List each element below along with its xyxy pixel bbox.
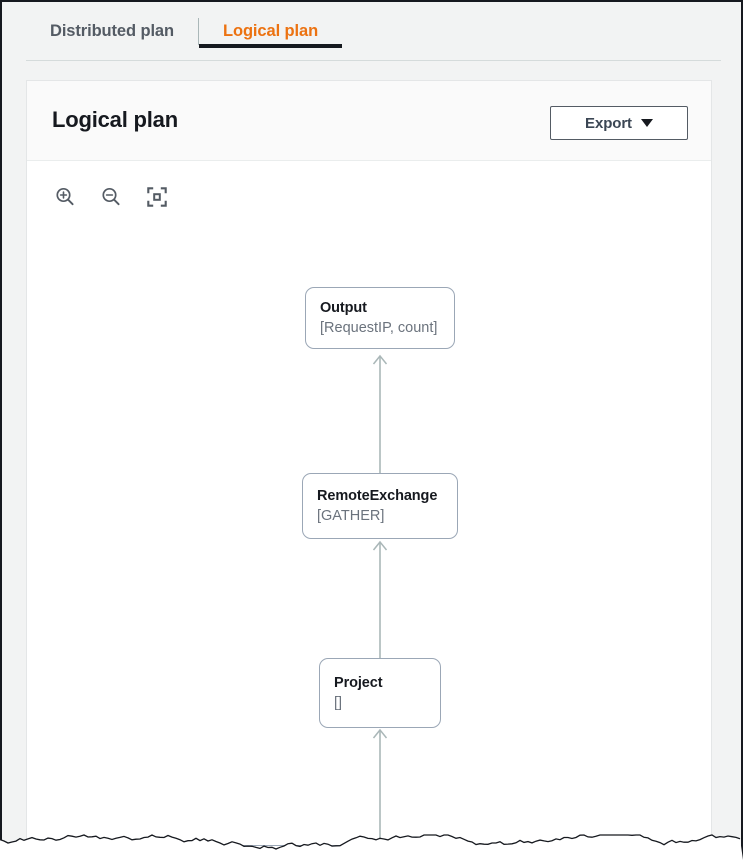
chevron-down-icon <box>640 119 653 127</box>
zoom-out-icon[interactable] <box>99 185 123 209</box>
tab-bar: Distributed plan Logical plan <box>2 2 741 62</box>
graph-node-subtitle: [] <box>334 694 343 711</box>
graph-node-subtitle: [RequestIP, count] <box>320 319 438 336</box>
tab-active-underline <box>199 44 343 48</box>
graph-node-subtitle: [GATHER] <box>317 507 385 524</box>
zoom-toolbar <box>53 185 169 209</box>
graph-node-project[interactable]: Project [] <box>319 658 441 728</box>
fit-to-screen-icon[interactable] <box>145 185 169 209</box>
graph-node-aggregate-final[interactable]: Aggregate(FINAL)[requestip][$hashvalue] <box>207 845 552 849</box>
tab-distributed-plan-label: Distributed plan <box>50 22 174 40</box>
export-button[interactable]: Export <box>550 106 688 140</box>
page-title: Logical plan <box>52 107 178 132</box>
tab-logical-plan[interactable]: Logical plan <box>199 2 343 48</box>
card-header: Logical plan Export <box>27 81 711 161</box>
tab-distributed-plan[interactable]: Distributed plan <box>26 2 198 44</box>
graph-node-title: RemoteExchange <box>317 487 438 504</box>
graph-node-title: Project <box>334 674 383 691</box>
tab-logical-plan-label: Logical plan <box>223 22 319 40</box>
zoom-in-icon[interactable] <box>53 185 77 209</box>
plan-canvas[interactable]: Output [RequestIP, count] RemoteExchange… <box>27 161 711 849</box>
tab-baseline-divider <box>26 60 721 61</box>
graph-node-title: Output <box>320 299 367 316</box>
tab-divider <box>198 18 199 45</box>
graph-node-remote-exchange[interactable]: RemoteExchange [GATHER] <box>302 473 458 539</box>
export-button-label: Export <box>585 114 632 132</box>
graph-node-output[interactable]: Output [RequestIP, count] <box>305 287 455 349</box>
logical-plan-card: Logical plan Export <box>26 80 712 850</box>
